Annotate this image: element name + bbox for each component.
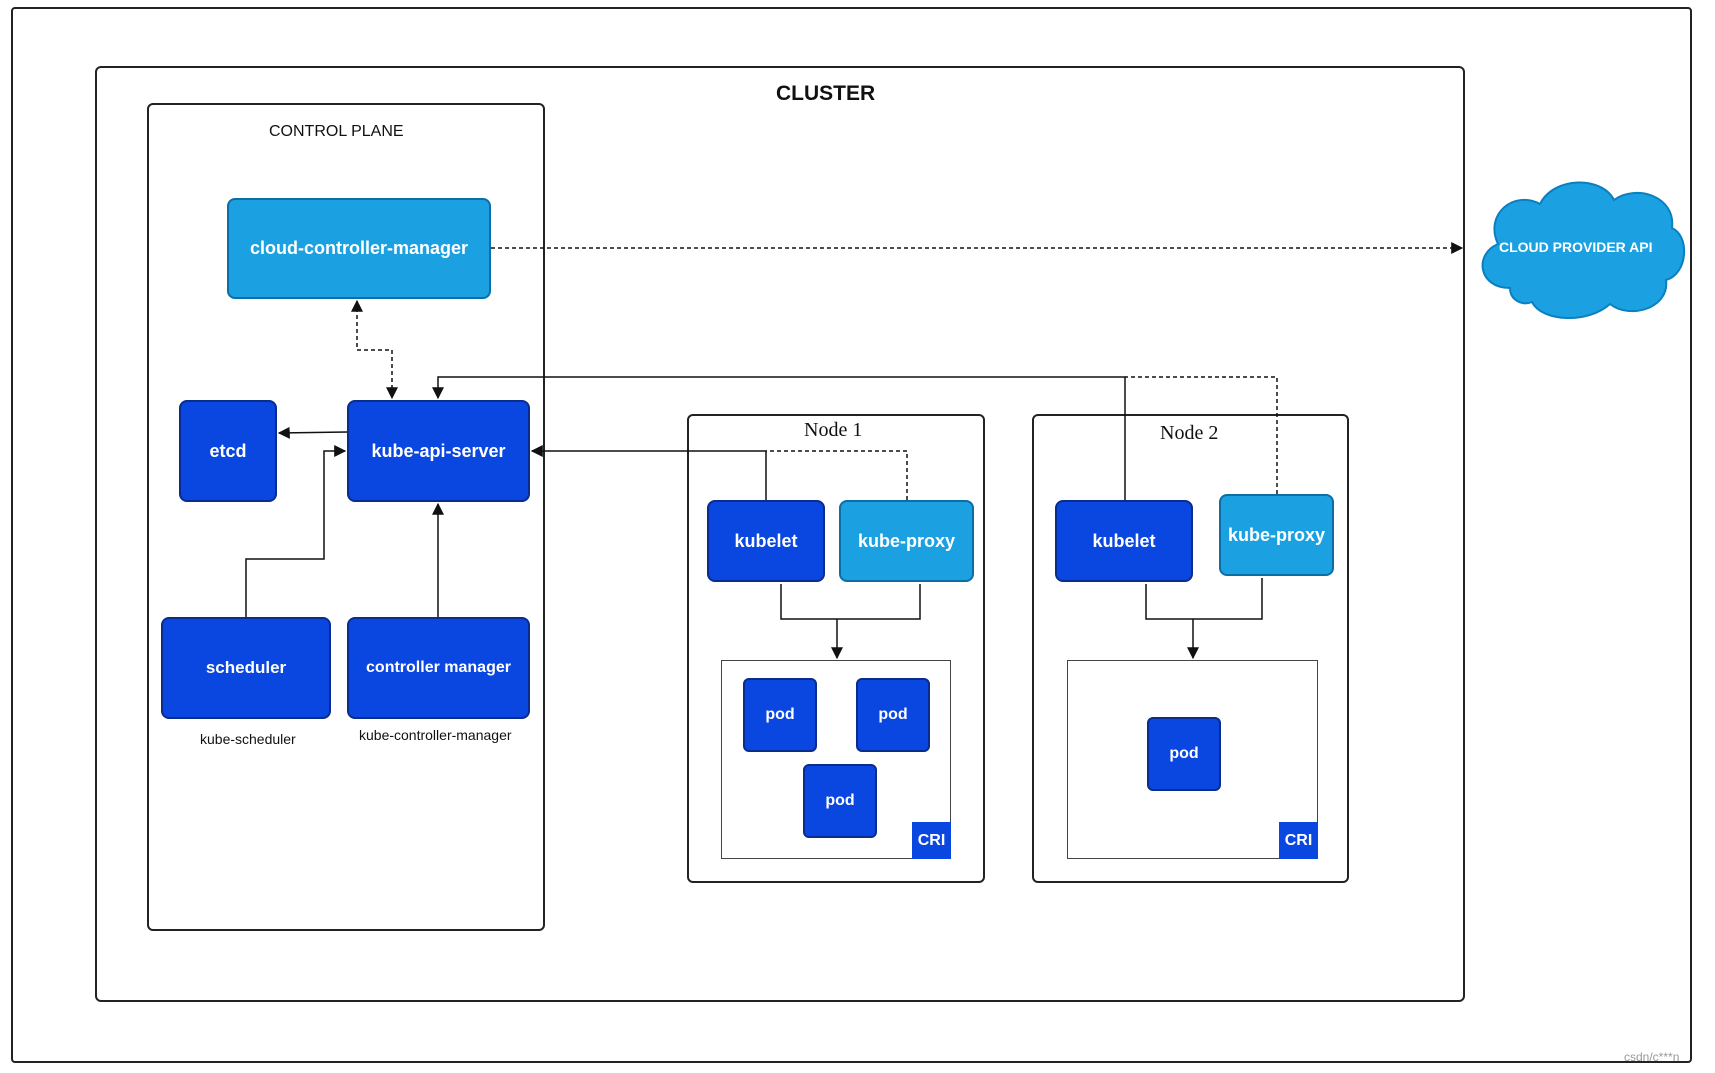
- node1-kube-proxy-box[interactable]: kube-proxy: [839, 500, 974, 582]
- node2-kube-proxy-label: kube-proxy: [1227, 524, 1326, 545]
- node1-title: Node 1: [804, 419, 863, 441]
- api-to-etcd-arrow: [277, 426, 348, 439]
- node2-frame: [1032, 414, 1349, 883]
- node1-pod-2[interactable]: pod: [856, 678, 930, 752]
- node1-kubelet-box[interactable]: kubelet: [707, 500, 825, 582]
- node1-kube-proxy-label: kube-proxy: [857, 530, 956, 551]
- etcd-box[interactable]: etcd: [179, 400, 277, 502]
- node2-to-pods-arrow: [1145, 578, 1263, 658]
- cluster-title: CLUSTER: [776, 82, 876, 105]
- node1-pod-1-label: pod: [765, 706, 795, 723]
- kube-api-server-label: kube-api-server: [371, 440, 506, 461]
- node2-cri-badge: CRI: [1279, 822, 1318, 859]
- node1-pod-3[interactable]: pod: [803, 764, 877, 838]
- scheduler-label: scheduler: [205, 658, 287, 677]
- node1-pod-2-label: pod: [878, 706, 908, 723]
- node1-to-pods-arrow: [780, 584, 921, 658]
- etcd-label: etcd: [209, 440, 247, 461]
- node1-frame: [687, 414, 985, 883]
- outer-frame: [11, 7, 1692, 1063]
- node1-proxy-to-api-line: [766, 450, 908, 500]
- scheduler-to-api-arrow: [245, 445, 347, 617]
- controller-manager-box[interactable]: controller manager: [347, 617, 530, 719]
- node1-pod-1[interactable]: pod: [743, 678, 817, 752]
- scheduler-caption: kube-scheduler: [200, 731, 296, 747]
- node1-kubelet-to-api-arrow: [530, 445, 767, 500]
- cloud-controller-manager-label: cloud-controller-manager: [249, 238, 469, 258]
- node2-pod-1-label: pod: [1169, 745, 1199, 762]
- controller-manager-caption: kube-controller-manager: [359, 727, 512, 743]
- watermark: csdn/c***n: [1624, 1050, 1680, 1064]
- node2-kubelet-box[interactable]: kubelet: [1055, 500, 1193, 582]
- node1-cri-badge: CRI: [912, 822, 951, 859]
- node2-title: Node 2: [1160, 422, 1219, 444]
- control-plane-title: CONTROL PLANE: [269, 123, 404, 140]
- cloud-provider-cloud-icon[interactable]: [1470, 170, 1690, 330]
- ccm-api-arrow: [351, 299, 398, 400]
- cluster-frame: [95, 66, 1465, 1002]
- controller-manager-label: controller manager: [366, 659, 511, 676]
- node1-pod-3-label: pod: [825, 792, 855, 809]
- scheduler-box[interactable]: scheduler: [161, 617, 331, 719]
- control-plane-frame: [147, 103, 545, 931]
- node2-kubelet-to-api-arrow: [432, 376, 1126, 500]
- node1-kubelet-label: kubelet: [734, 530, 798, 551]
- node2-kube-proxy-box[interactable]: kube-proxy: [1219, 494, 1334, 576]
- node2-pod-1[interactable]: pod: [1147, 717, 1221, 791]
- cloud-provider-api-label: CLOUD PROVIDER API: [1499, 239, 1653, 255]
- kube-api-server-box[interactable]: kube-api-server: [347, 400, 530, 502]
- cloud-controller-manager-box[interactable]: cloud-controller-manager: [227, 198, 491, 299]
- node2-proxy-to-api-line: [1125, 376, 1278, 494]
- node2-kubelet-label: kubelet: [1092, 530, 1156, 551]
